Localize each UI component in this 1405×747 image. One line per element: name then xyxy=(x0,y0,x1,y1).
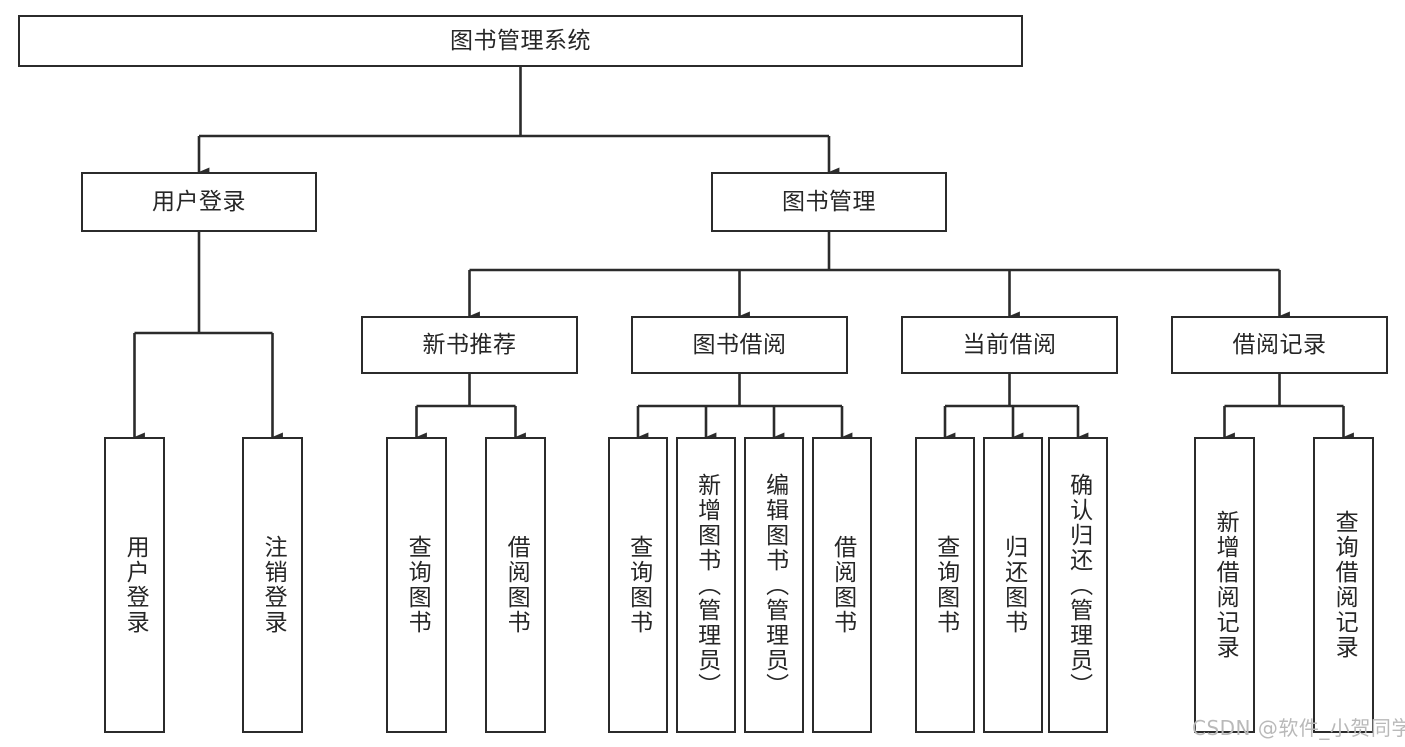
node-label: 查询图书 xyxy=(932,535,959,635)
node-label: 确认归还（管理员） xyxy=(1065,472,1092,698)
leaf-confirm-return-admin[interactable]: 确认归还（管理员） xyxy=(1048,437,1108,733)
leaf-borrow-book[interactable]: 借阅图书 xyxy=(812,437,872,733)
node-label: 新增借阅记录 xyxy=(1212,510,1239,660)
node-new-book-recommend[interactable]: 新书推荐 xyxy=(361,316,578,374)
node-label: 图书借阅 xyxy=(692,331,787,358)
node-borrow-record[interactable]: 借阅记录 xyxy=(1171,316,1388,374)
leaf-add-borrow-record[interactable]: 新增借阅记录 xyxy=(1194,437,1255,733)
node-label: 用户登录 xyxy=(122,535,149,635)
node-book-management[interactable]: 图书管理 xyxy=(711,172,947,232)
leaf-borrow-book-newbook[interactable]: 借阅图书 xyxy=(485,437,546,733)
node-label: 归还图书 xyxy=(1000,535,1027,635)
node-book-borrow[interactable]: 图书借阅 xyxy=(631,316,848,374)
node-label: 当前借阅 xyxy=(962,331,1057,358)
node-label: 新书推荐 xyxy=(422,331,517,358)
node-label: 图书管理系统 xyxy=(450,27,591,54)
node-user-login[interactable]: 用户登录 xyxy=(81,172,317,232)
leaf-edit-book-admin[interactable]: 编辑图书（管理员） xyxy=(744,437,804,733)
node-label: 借阅图书 xyxy=(829,535,856,635)
node-label: 借阅记录 xyxy=(1232,331,1327,358)
node-label: 图书管理 xyxy=(782,188,876,215)
node-label: 编辑图书（管理员） xyxy=(761,472,788,698)
leaf-user-logout[interactable]: 注销登录 xyxy=(242,437,303,733)
node-label: 查询借阅记录 xyxy=(1331,510,1358,660)
node-label: 新增图书（管理员） xyxy=(693,472,720,698)
leaf-query-book-borrow[interactable]: 查询图书 xyxy=(608,437,668,733)
node-label: 查询图书 xyxy=(404,535,431,635)
node-current-borrow[interactable]: 当前借阅 xyxy=(901,316,1118,374)
leaf-query-borrow-record[interactable]: 查询借阅记录 xyxy=(1313,437,1374,733)
node-root-system[interactable]: 图书管理系统 xyxy=(18,15,1023,67)
node-label: 查询图书 xyxy=(625,535,652,635)
leaf-user-login[interactable]: 用户登录 xyxy=(104,437,165,733)
leaf-query-book-newbook[interactable]: 查询图书 xyxy=(386,437,447,733)
leaf-add-book-admin[interactable]: 新增图书（管理员） xyxy=(676,437,736,733)
leaf-return-book[interactable]: 归还图书 xyxy=(983,437,1043,733)
node-label: 用户登录 xyxy=(152,188,246,215)
node-label: 注销登录 xyxy=(260,535,287,635)
node-label: 借阅图书 xyxy=(503,535,530,635)
leaf-query-book-current[interactable]: 查询图书 xyxy=(915,437,975,733)
